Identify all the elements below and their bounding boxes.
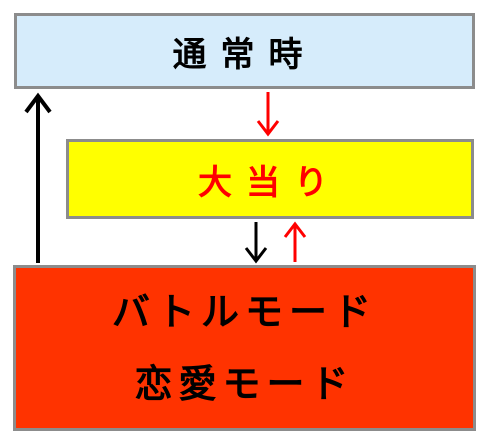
normal-state-label: 通常時 xyxy=(172,34,317,75)
arrow-mode-to-normal xyxy=(24,92,52,263)
battle-mode-label: バトルモード xyxy=(111,290,378,334)
jackpot-state-box: 大当り xyxy=(66,139,474,219)
arrow-mode-to-jackpot xyxy=(283,221,307,262)
mode-state-box: バトルモード 恋愛モード xyxy=(13,265,476,431)
love-mode-label: 恋愛モード xyxy=(134,362,355,406)
arrow-normal-to-jackpot xyxy=(256,92,280,137)
arrow-jackpot-to-mode xyxy=(244,222,268,264)
jackpot-state-label: 大当り xyxy=(198,162,342,203)
normal-state-box: 通常時 xyxy=(14,13,475,89)
